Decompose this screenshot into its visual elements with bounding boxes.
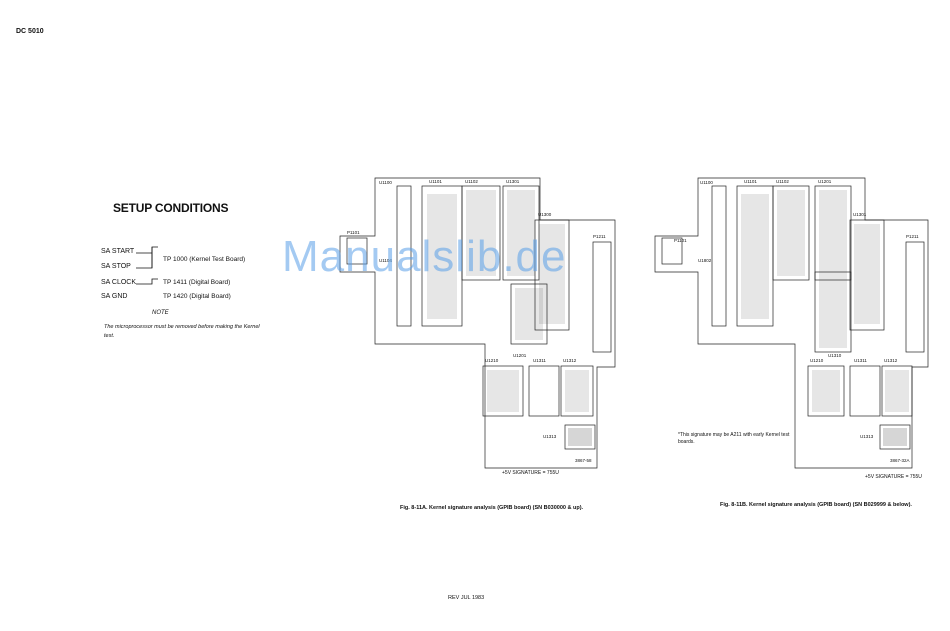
diagram-a-label-p1101: P1101 (347, 230, 360, 235)
diagram-a-label-u1301: U1301 (506, 179, 520, 184)
diagram-a-label-u1313: U1313 (543, 434, 557, 439)
schematic-diagram-a: U1100 U1101 U1102 U1301 P1101 U1104 U130… (339, 177, 616, 469)
diagram-a-label-u1102: U1102 (465, 179, 478, 184)
diagram-b-label-u1313: U1313 (860, 434, 874, 439)
diagram-b-label-u1100: U1100 (700, 180, 713, 185)
diagram-a-signature-line: +5V SIGNATURE = 755U (502, 470, 559, 476)
diagram-b-label-u1102: U1102 (776, 179, 789, 184)
diagram-a-label-u1201: U1201 (513, 353, 527, 358)
diagram-a-label-u1300: U1300 (538, 212, 552, 217)
diagram-b-label-u1101: U1101 (744, 179, 757, 184)
diagram-a-label-u1100: U1100 (379, 180, 392, 185)
diagram-a-part-no: 3867-58 (575, 458, 592, 463)
diagram-a-label-u1312: U1312 (563, 358, 577, 363)
signal-sa-clock: SA CLOCK (101, 279, 137, 286)
note-text: The microprocessor must be removed befor… (104, 324, 260, 339)
diagram-b-footnote: *This signature may be A211 with early K… (678, 432, 790, 445)
diagram-b-label-u1312: U1312 (884, 358, 898, 363)
diagram-b-label-u1210: U1210 (810, 358, 824, 363)
page-header-model: DC 5010 (16, 28, 44, 35)
revision-date: REV JUL 1983 (448, 595, 485, 601)
test-point-1000: TP 1000 (Kernel Test Board) (163, 256, 246, 263)
note-heading: NOTE (152, 310, 169, 316)
signal-sa-stop: SA STOP (101, 263, 131, 270)
signal-sa-start: SA START (101, 248, 135, 255)
diagram-a-label-p1211: P1211 (593, 234, 606, 239)
diagram-b-caption: Fig. 8-11B. Kernel signature analysis (G… (720, 502, 912, 508)
diagram-b-label-u1201: U1201 (818, 179, 832, 184)
diagram-a-label-u1104: U1104 (379, 258, 392, 263)
signal-sa-gnd: SA GND (101, 293, 128, 300)
diagram-b-part-no: 3867-32A (890, 458, 910, 463)
test-point-1420: TP 1420 (Digital Board) (163, 293, 231, 300)
diagram-b-label-u1311: U1311 (854, 358, 867, 363)
test-point-1411: TP 1411 (Digital Board) (163, 279, 231, 286)
diagram-b-signature-line: +5V SIGNATURE = 755U (865, 474, 922, 480)
setup-bracket-lines (136, 246, 158, 285)
diagram-a-label-u1101: U1101 (429, 179, 442, 184)
diagram-a-label-u1210: U1210 (485, 358, 499, 363)
diagram-b-label-u1802: U1802 (698, 258, 712, 263)
schematic-diagram-b: U1100 U1101 U1102 U1201 P1101 U1802 U130… (654, 177, 929, 469)
diagram-b-label-p1211: P1211 (906, 234, 919, 239)
watermark-text: Manualslib.de (282, 232, 567, 281)
diagram-b-label-p1101: P1101 (674, 238, 687, 243)
diagram-a-caption: Fig. 8-11A. Kernel signature analysis (G… (400, 505, 584, 511)
setup-conditions-title: SETUP CONDITIONS (113, 201, 229, 215)
diagram-b-label-u1301: U1301 (853, 212, 867, 217)
diagram-a-label-u1311: U1311 (533, 358, 546, 363)
diagram-b-label-u1310: U1310 (828, 353, 842, 358)
